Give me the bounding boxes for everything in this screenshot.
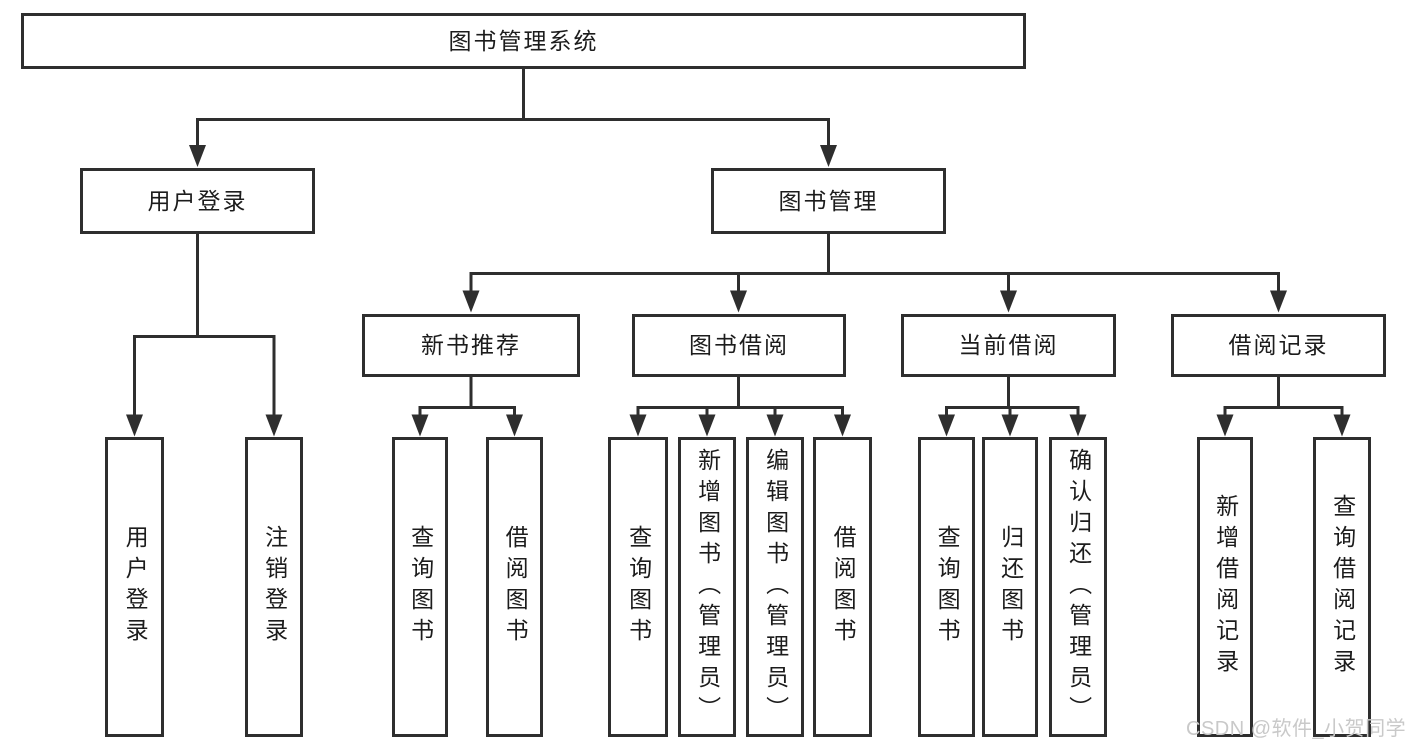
node-query-books-recommend: 查询图书 <box>392 437 448 737</box>
node-add-books-admin: 新增图书（管理员） <box>678 437 736 737</box>
node-label: 图书管理 <box>778 187 879 214</box>
connector-root-to-level2 <box>196 69 830 146</box>
node-label: 查询图书 <box>934 525 961 649</box>
node-borrowing-records: 借阅记录 <box>1171 314 1386 377</box>
node-label: 用户登录 <box>147 187 248 214</box>
node-borrow-books-borrowing: 借阅图书 <box>813 437 872 737</box>
arrow-down-icons <box>126 145 1351 437</box>
node-logout: 注销登录 <box>245 437 303 737</box>
node-label: 新增借阅记录 <box>1212 494 1239 680</box>
connector-recommend-group <box>418 377 516 415</box>
node-user-login-leaf: 用户登录 <box>105 437 164 737</box>
node-label: 新书推荐 <box>421 332 521 358</box>
connector-current-group <box>945 377 1080 415</box>
connector-book-management-group <box>469 234 1280 291</box>
node-label: 确认归还（管理员） <box>1065 447 1092 727</box>
connector-user-login-group <box>133 234 276 415</box>
node-query-books-borrowing: 查询图书 <box>608 437 668 737</box>
node-label: 注销登录 <box>261 525 288 649</box>
node-borrow-books-recommend: 借阅图书 <box>486 437 543 737</box>
connector-borrowing-group <box>636 377 844 415</box>
node-label: 查询图书 <box>407 525 434 649</box>
node-label: 借阅记录 <box>1228 332 1329 358</box>
node-label: 借阅图书 <box>502 525 529 649</box>
node-label: 借阅图书 <box>830 525 857 649</box>
csdn-watermark: CSDN @软件_小贺同学 <box>1186 718 1405 740</box>
node-label: 归还图书 <box>997 525 1024 649</box>
node-book-borrowing: 图书借阅 <box>632 314 846 377</box>
node-query-borrow-record: 查询借阅记录 <box>1313 437 1371 737</box>
node-edit-books-admin: 编辑图书（管理员） <box>746 437 804 737</box>
node-label: 图书借阅 <box>689 332 789 358</box>
node-label: 编辑图书（管理员） <box>762 447 789 727</box>
node-label: 当前借阅 <box>958 332 1059 358</box>
node-book-management-branch: 图书管理 <box>711 168 946 234</box>
node-user-login-branch: 用户登录 <box>80 168 315 234</box>
node-add-borrow-record: 新增借阅记录 <box>1197 437 1253 737</box>
node-new-book-recommendation: 新书推荐 <box>362 314 580 377</box>
node-label: 图书管理系统 <box>448 27 599 54</box>
node-query-books-current: 查询图书 <box>918 437 975 737</box>
node-library-management-system: 图书管理系统 <box>21 13 1026 69</box>
node-current-borrowing: 当前借阅 <box>901 314 1116 377</box>
node-return-books: 归还图书 <box>982 437 1038 737</box>
connector-records-group <box>1223 377 1344 415</box>
node-label: 用户登录 <box>122 525 149 649</box>
node-label: 查询借阅记录 <box>1329 494 1356 680</box>
node-label: 查询图书 <box>625 525 652 649</box>
node-label: 新增图书（管理员） <box>694 447 721 727</box>
connector-paths <box>133 69 1344 415</box>
node-confirm-return-admin: 确认归还（管理员） <box>1049 437 1107 737</box>
